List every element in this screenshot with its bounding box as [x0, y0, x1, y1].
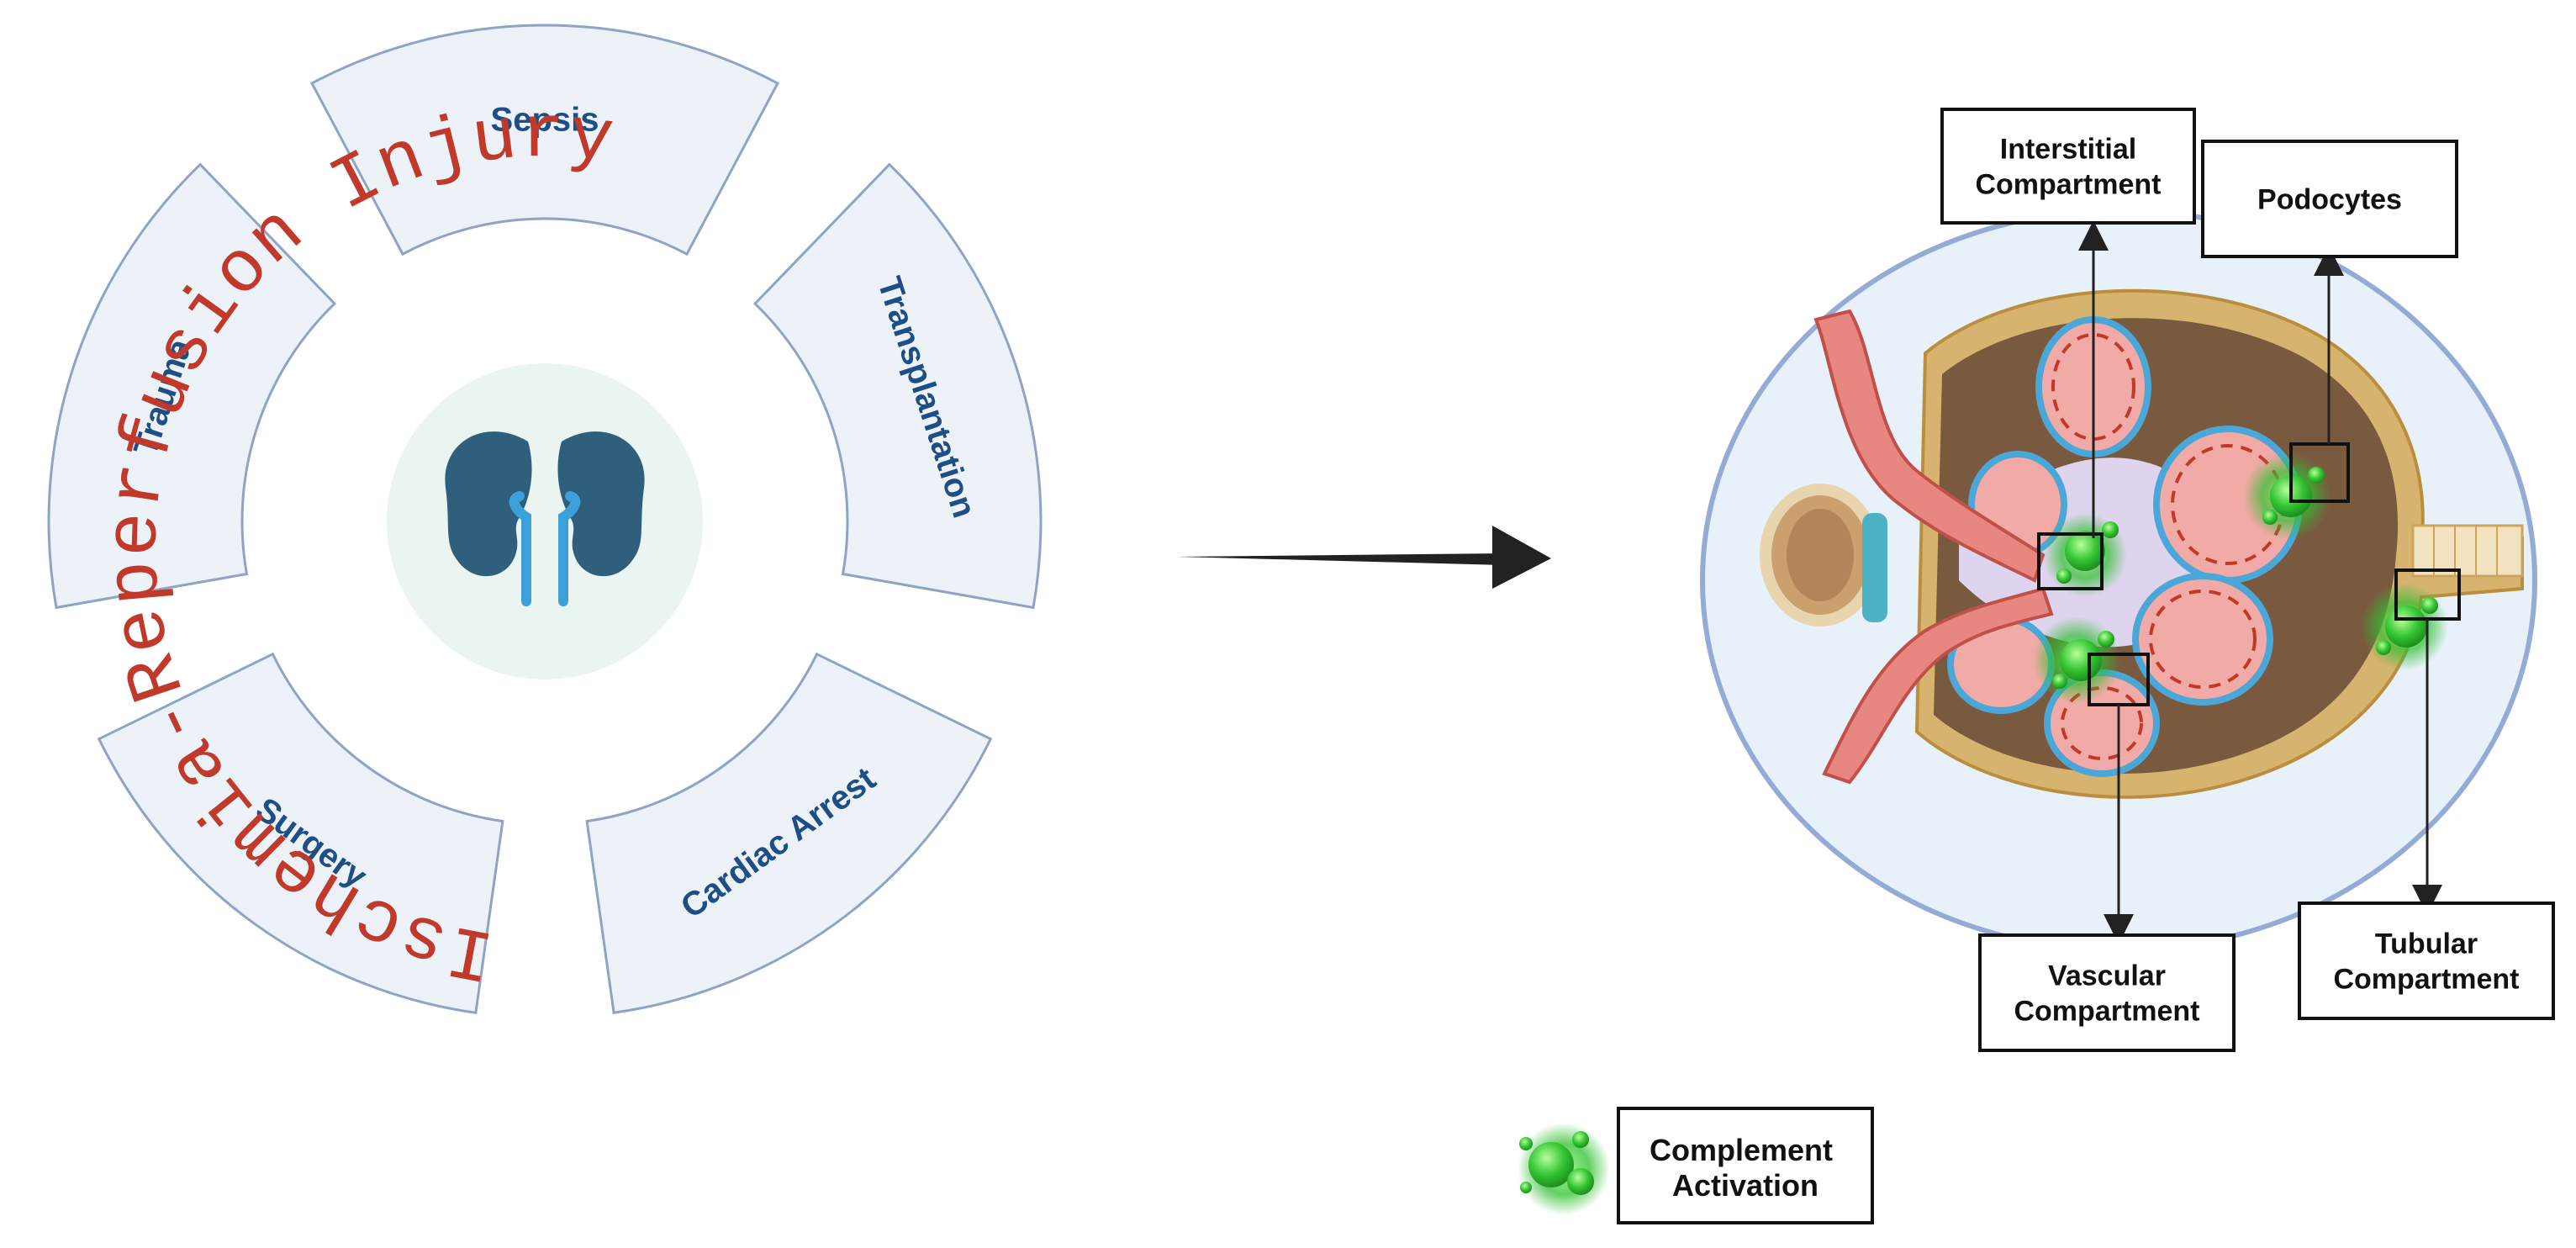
callout-label-line: Interstitial [2000, 134, 2136, 166]
callout-box [2201, 140, 2458, 258]
right-arrow-icon [1177, 526, 1551, 589]
complement-cluster [2033, 616, 2120, 704]
complement-cluster-icon [1518, 1123, 1610, 1215]
wheel-segment-cardiac-arrest [585, 652, 993, 1014]
complement-cluster [2361, 583, 2448, 670]
callout-box [2298, 902, 2555, 1020]
center-circle [387, 363, 703, 680]
legend-label-line-2: Activation [1672, 1168, 1819, 1203]
callout-label-line: Compartment [2333, 964, 2519, 996]
wheel-segment-surgery [97, 652, 504, 1014]
wheel-segment-sepsis [309, 24, 780, 256]
legend-box [1617, 1107, 1874, 1224]
kidney-icon [445, 431, 645, 606]
callout-label-line: Compartment [1975, 169, 2161, 201]
callout-box [1978, 933, 2236, 1052]
glomerulus-icon [1700, 208, 2537, 953]
callout-label: Podocytes [2257, 184, 2402, 216]
legend: Complement Activation [1518, 1107, 1874, 1224]
legend-label: Complement Activation [1650, 1133, 1841, 1203]
callout-label-line: Compartment [2014, 996, 2199, 1028]
complement-cluster [2043, 513, 2127, 597]
legend-label-line-1: Complement [1650, 1133, 1833, 1167]
callout-box [1940, 108, 2196, 225]
callout-label-line: Tubular [2375, 928, 2478, 960]
wheel-segment-transplantation [752, 162, 1043, 610]
wheel-segment-trauma [47, 162, 337, 610]
wheel-segment-label: Sepsis [491, 102, 599, 139]
callout-label-line: Podocytes [2257, 184, 2402, 216]
complement-cluster [2243, 452, 2331, 540]
callout-label-line: Vascular [2048, 960, 2166, 992]
